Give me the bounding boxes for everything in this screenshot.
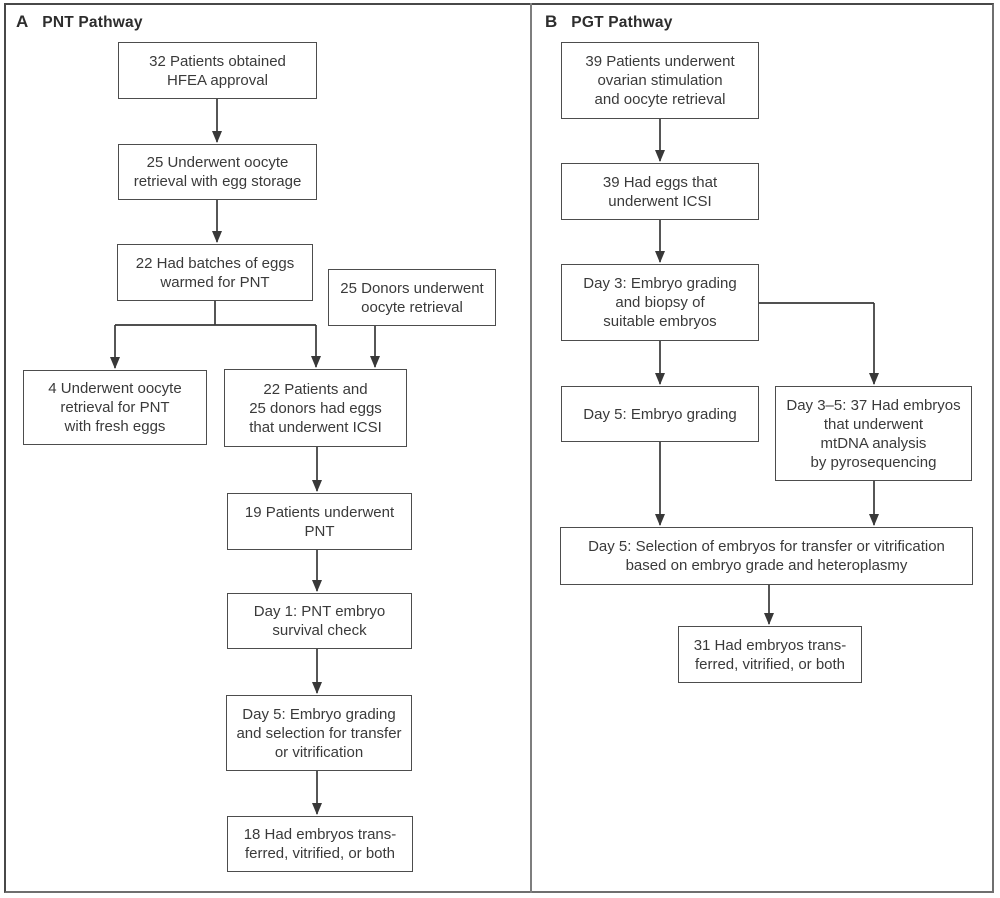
flow-box-donors-retrieval: 25 Donors underwent oocyte retrieval — [328, 269, 496, 326]
flow-box-fresh-eggs-retrieval: 4 Underwent oocyte retrieval for PNT wit… — [23, 370, 207, 445]
panel-b-letter: B — [545, 12, 558, 31]
panel-a-letter: A — [16, 12, 29, 31]
flow-box-eggs-icsi: 39 Had eggs that underwent ICSI — [561, 163, 759, 220]
flow-box-mtdna-analysis: Day 3–5: 37 Had embryos that underwent m… — [775, 386, 972, 481]
flow-box-underwent-pnt: 19 Patients underwent PNT — [227, 493, 412, 550]
flow-box-day5-selection: Day 5: Selection of embryos for transfer… — [560, 527, 973, 585]
flow-box-day5-grading-selection: Day 5: Embryo grading and selection for … — [226, 695, 412, 771]
panel-b-name: PGT Pathway — [571, 14, 673, 31]
panel-divider — [530, 3, 532, 893]
panel-a-name: PNT Pathway — [42, 14, 143, 31]
flow-box-eggs-warmed-pnt: 22 Had batches of eggs warmed for PNT — [117, 244, 313, 301]
panel-b-title: B PGT Pathway — [545, 12, 673, 32]
flow-box-embryos-transferred-b: 31 Had embryos trans- ferred, vitrified,… — [678, 626, 862, 683]
flow-box-day5-grading: Day 5: Embryo grading — [561, 386, 759, 442]
connector-a-split — [115, 301, 316, 326]
flow-box-pnt-survival-check: Day 1: PNT embryo survival check — [227, 593, 412, 649]
flow-box-patients-donors-icsi: 22 Patients and 25 donors had eggs that … — [224, 369, 407, 447]
flow-box-ovarian-stimulation: 39 Patients underwent ovarian stimulatio… — [561, 42, 759, 119]
figure-outer-frame — [4, 3, 994, 893]
flow-box-hfea-approval: 32 Patients obtained HFEA approval — [118, 42, 317, 99]
flow-box-day3-grading-biopsy: Day 3: Embryo grading and biopsy of suit… — [561, 264, 759, 341]
flow-box-oocyte-retrieval-storage: 25 Underwent oocyte retrieval with egg s… — [118, 144, 317, 200]
flow-box-embryos-transferred-a: 18 Had embryos trans- ferred, vitrified,… — [227, 816, 413, 872]
panel-a-title: A PNT Pathway — [16, 12, 143, 32]
